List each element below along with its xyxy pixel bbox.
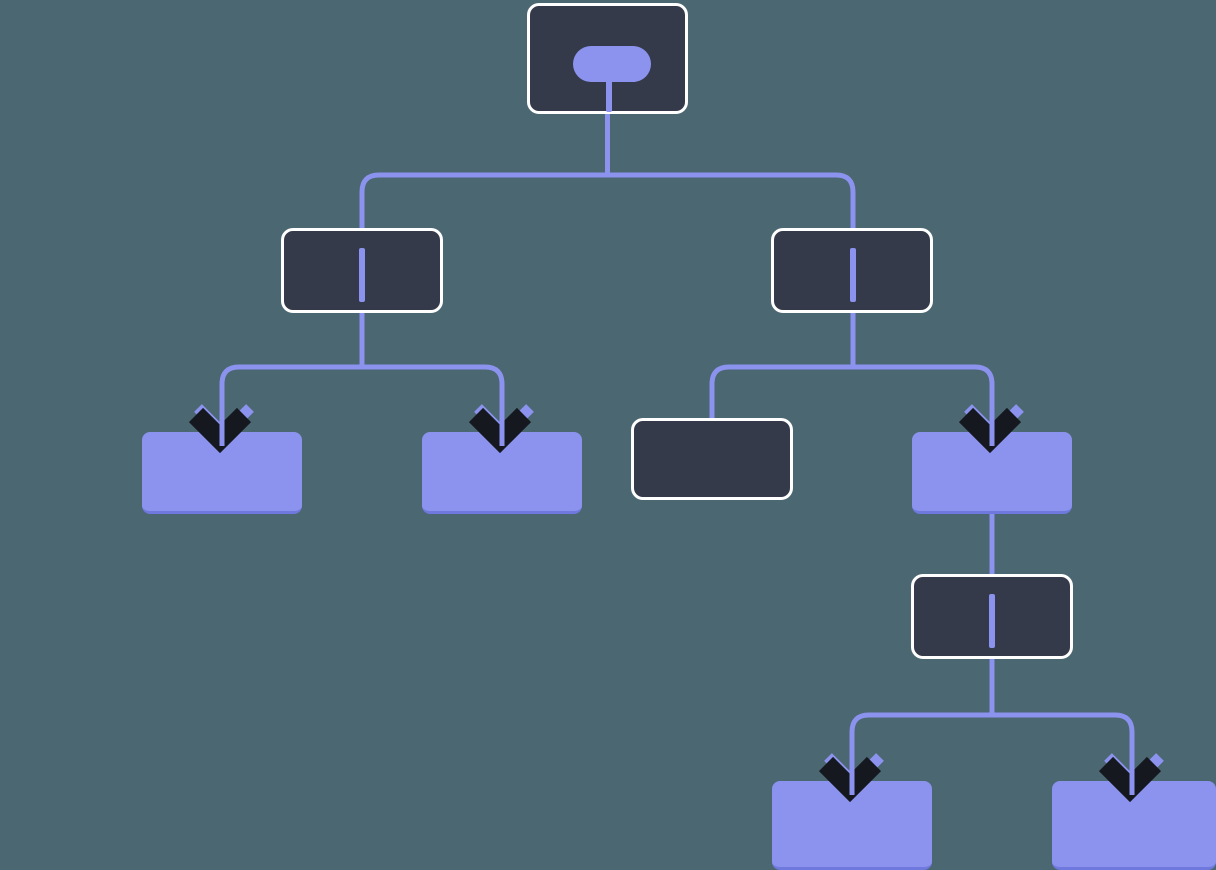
level3-node-c[interactable]: [631, 418, 793, 500]
level5-right-node[interactable]: [1052, 781, 1216, 870]
root-node[interactable]: [527, 3, 688, 114]
level4-bar-marker: [989, 594, 995, 648]
level2-right-node[interactable]: [771, 228, 933, 313]
level2-right-bar-marker: [850, 248, 856, 302]
level4-node[interactable]: [911, 574, 1073, 659]
level3-node-b[interactable]: [422, 432, 582, 514]
level2-left-bar-marker: [359, 248, 365, 302]
level3-node-a[interactable]: [142, 432, 302, 514]
level2-left-node[interactable]: [281, 228, 443, 313]
root-stem-marker: [605, 76, 612, 112]
level5-left-node[interactable]: [772, 781, 932, 870]
level3-node-d[interactable]: [912, 432, 1072, 514]
root-pill-marker: [573, 46, 651, 82]
